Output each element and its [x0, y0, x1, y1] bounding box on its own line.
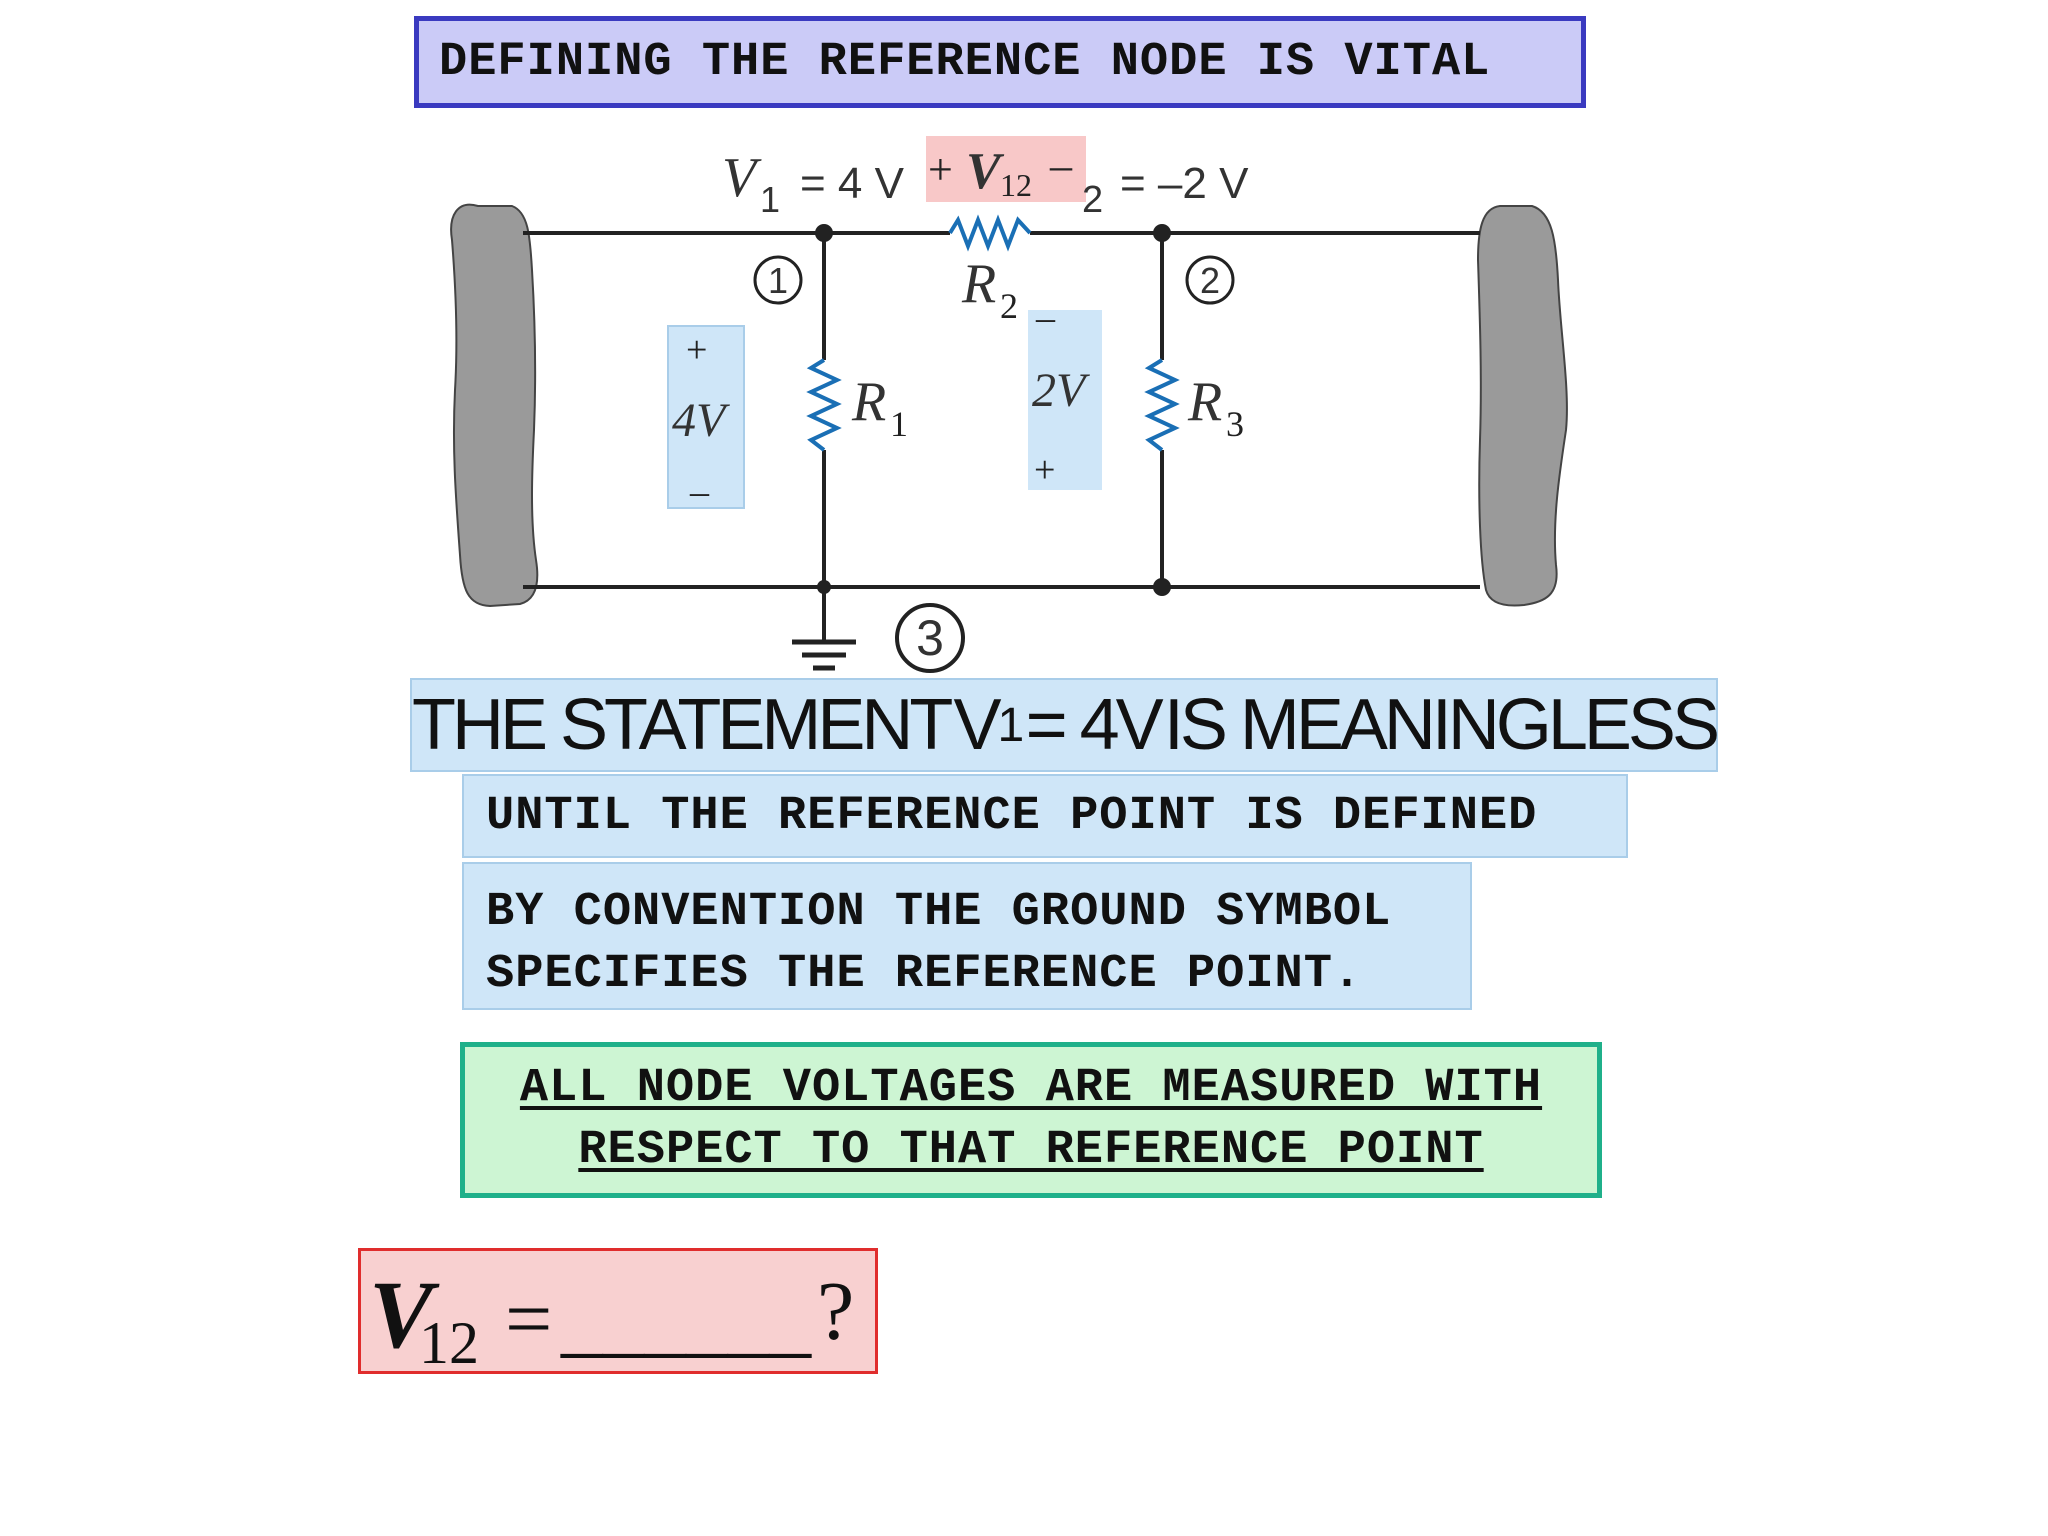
convention-note: BY CONVENTION THE GROUND SYMBOL SPECIFIE… [462, 862, 1472, 1010]
left-terminal-box [450, 203, 539, 608]
r3-voltage-plus: + [1034, 449, 1055, 491]
v2-subscript: 2 [1082, 179, 1103, 221]
r3-voltage-value: 2V [1032, 364, 1090, 417]
resistor-r2 [948, 214, 1032, 252]
r3-voltage-minus: – [1035, 297, 1056, 339]
node-3-label: 3 [916, 610, 944, 666]
ground-icon [792, 639, 856, 671]
node-1-label: 1 [768, 260, 788, 301]
question-eq: = [505, 1273, 552, 1366]
title-text: DEFINING THE REFERENCE NODE IS VITAL [439, 35, 1491, 89]
reference-note-line: ALL NODE VOLTAGES ARE MEASURED WITH [519, 1062, 1543, 1115]
node-2-label: 2 [1200, 260, 1220, 301]
node-1-marker [753, 255, 803, 305]
statement-sub: 1 [997, 698, 1025, 752]
r3-voltage-box [1028, 310, 1102, 490]
statement-suffix: IS MEANINGLESS [1163, 685, 1720, 765]
statement-eq: = 4V [1025, 685, 1164, 765]
question-var: V [369, 1261, 440, 1368]
until-note: UNTIL THE REFERENCE POINT IS DEFINED [462, 774, 1628, 858]
wires [523, 231, 1480, 636]
v12-minus: – [1049, 141, 1073, 190]
r1-voltage-plus: + [686, 329, 707, 371]
node-2-marker [1185, 255, 1235, 305]
v1-value: = 4 V [800, 159, 905, 208]
r1-symbol: R [851, 371, 886, 433]
junction-dot [815, 224, 833, 242]
r3-subscript: 3 [1226, 404, 1244, 444]
junction-dot [1153, 224, 1171, 242]
v2-value: = –2 V [1120, 159, 1249, 208]
r1-subscript: 1 [890, 404, 908, 444]
v1-subscript: 1 [760, 179, 780, 220]
r1-voltage-minus: – [689, 471, 710, 513]
resistor-r1 [806, 358, 842, 452]
reference-point-note: ALL NODE VOLTAGES ARE MEASURED WITH RESP… [460, 1042, 1602, 1198]
r3-symbol: R [1187, 371, 1222, 433]
junction-dot [817, 580, 831, 594]
junction-dot [1153, 578, 1171, 596]
question-mark: ? [817, 1265, 854, 1358]
resistor-r3 [1144, 358, 1180, 452]
node-3-marker [895, 603, 965, 673]
v12-symbol: V [966, 143, 1005, 200]
r1-voltage-value: 4V [672, 394, 730, 447]
r2-symbol: R [961, 253, 996, 315]
convention-line: SPECIFIES THE REFERENCE POINT. [486, 948, 1363, 1001]
v12-highlight [926, 136, 1086, 202]
right-terminal-box [1476, 205, 1568, 607]
v12-plus: + [928, 145, 953, 194]
until-text: UNTIL THE REFERENCE POINT IS DEFINED [486, 789, 1538, 843]
v1-symbol: V [722, 147, 762, 209]
v12-question: V 12 = ______ ? [358, 1248, 878, 1374]
r1-voltage-box [667, 325, 745, 509]
title-banner: DEFINING THE REFERENCE NODE IS VITAL [414, 16, 1586, 108]
circuit-diagram: 1 2 3 V 1 = 4 V + V 12 – 2 = –2 V R 2 R … [450, 136, 1568, 680]
question-blank: ______ [560, 1273, 812, 1366]
r2-subscript: 2 [1000, 286, 1018, 326]
question-sub: 12 [419, 1310, 479, 1371]
statement-prefix: THE STATEMENT [412, 685, 953, 765]
statement-var: V [953, 685, 1001, 765]
v12-subscript: 12 [1000, 167, 1032, 203]
reference-note-line: RESPECT TO THAT REFERENCE POINT [578, 1124, 1484, 1177]
convention-line: BY CONVENTION THE GROUND SYMBOL [486, 886, 1392, 939]
